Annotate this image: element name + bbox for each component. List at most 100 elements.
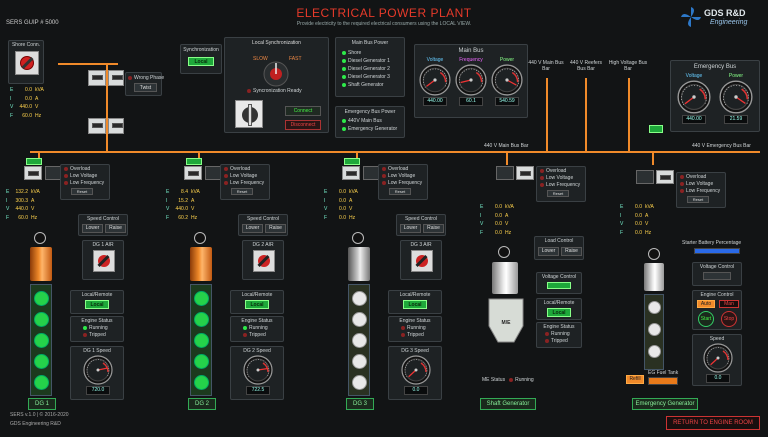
speed-lower-button[interactable]: Lower	[82, 224, 103, 233]
voltage-control-indicator[interactable]	[703, 272, 731, 280]
speed-raise-button[interactable]: Raise	[423, 224, 444, 233]
shore-switch[interactable]	[15, 51, 39, 75]
alarm-reset-button[interactable]: Reset	[547, 190, 569, 197]
refill-button[interactable]: Refill	[626, 375, 644, 384]
air-start-panel: DG 3 AIR	[400, 240, 442, 280]
speed-raise-button[interactable]: Raise	[105, 224, 126, 233]
alarm-reset-button[interactable]: Reset	[687, 196, 709, 203]
circuit-breaker[interactable]	[636, 170, 654, 184]
status-led-icon	[342, 66, 346, 71]
alarm-label: Low Frequency	[230, 180, 265, 186]
brand-logo: GDS R&D Engineering	[680, 6, 764, 30]
air-start-switch[interactable]	[411, 250, 433, 272]
alarm-reset-button[interactable]: Reset	[71, 188, 93, 195]
reading-unit: V	[35, 104, 39, 110]
status-led-icon	[342, 82, 346, 87]
disconnect-button[interactable]: Disconnect	[285, 120, 321, 130]
emergency-source-item: Emergency Generator	[342, 125, 404, 133]
generator-terminal-icon	[498, 246, 510, 258]
alarm-reset-button[interactable]: Reset	[389, 188, 411, 195]
alarm-led-icon	[382, 173, 386, 178]
sync-mode-title: Synchronization	[183, 47, 219, 53]
tripped-indicator: Tripped	[83, 332, 123, 338]
reading-unit: kVA	[31, 189, 40, 195]
voltage-control-panel: Voltage Control	[692, 262, 742, 286]
gauge: Voltage 440.00	[677, 73, 711, 124]
shore-breaker-switch[interactable]	[108, 70, 124, 86]
sync-mode-button[interactable]: Local	[188, 57, 214, 66]
connect-button[interactable]: Connect	[285, 106, 321, 116]
generator-name-label: DG 1	[28, 398, 56, 410]
voltage-control-indicator[interactable]	[547, 282, 571, 289]
local-remote-button[interactable]: Local	[85, 300, 109, 309]
engine-block	[30, 284, 52, 396]
speed-lower-button[interactable]: Lower	[242, 224, 263, 233]
start-button[interactable]: Start	[698, 311, 714, 327]
synchroscope-icon	[263, 61, 289, 87]
reading-unit: V	[505, 221, 509, 227]
alarm-led-icon	[540, 175, 544, 180]
circuit-breaker[interactable]	[342, 166, 360, 180]
load-lower-button[interactable]: Lower	[538, 247, 559, 256]
reading-unit: kVA	[191, 189, 200, 195]
twist-button[interactable]: Twist	[134, 83, 157, 92]
sync-selector-switch[interactable]	[235, 100, 263, 128]
air-start-switch[interactable]	[253, 250, 275, 272]
engine-speed-panel: DG 1 Speed 720.0	[70, 346, 124, 400]
emergency-bus-power-title: Emergency Bus Power	[344, 109, 396, 115]
main-engine-icon: M/E	[488, 298, 524, 348]
local-remote-button[interactable]: Local	[245, 300, 269, 309]
return-engine-room-button[interactable]: RETURN TO ENGINE ROOM	[666, 416, 760, 430]
auto-button[interactable]: Auto	[697, 300, 715, 308]
stop-button[interactable]: Stop	[721, 311, 737, 327]
circuit-breaker[interactable]	[184, 166, 202, 180]
circuit-breaker[interactable]	[496, 166, 514, 180]
gauge-value: 0.0	[706, 374, 730, 383]
bus-source-label: Diesel Generator 2	[348, 66, 390, 72]
alarm-item: Low Frequency	[64, 180, 109, 186]
generator-name-label: DG 3	[346, 398, 374, 410]
local-remote-button[interactable]: Local	[403, 300, 427, 309]
cylinder-icon	[34, 312, 49, 327]
alarm-item: Overload	[224, 166, 269, 172]
cylinder-icon	[34, 291, 49, 306]
gauge-dial-icon	[491, 64, 523, 96]
alarm-reset-button[interactable]: Reset	[231, 188, 253, 195]
manual-button[interactable]: Man	[719, 300, 739, 308]
voltage-control-title: Voltage Control	[699, 264, 735, 270]
cylinder-icon	[648, 301, 661, 314]
speed-lower-button[interactable]: Lower	[400, 224, 421, 233]
gauge-dial-icon	[703, 343, 733, 373]
hv-bus-bar-label: High Voltage Bus Bar	[608, 60, 648, 72]
circuit-breaker[interactable]	[516, 166, 534, 180]
gauge-dial-icon	[243, 355, 273, 385]
alarm-item: Overload	[382, 166, 427, 172]
reading-key: F	[324, 214, 328, 221]
main-bus-line	[30, 151, 680, 153]
shore-breaker-1[interactable]	[88, 70, 106, 86]
speed-raise-button[interactable]: Raise	[265, 224, 286, 233]
shore-breaker-3[interactable]	[108, 118, 124, 134]
cylinder-icon	[648, 323, 661, 336]
alarm-led-icon	[680, 174, 684, 179]
local-remote-button[interactable]: Local	[547, 308, 571, 317]
footer-company: GDS Engineering R&D	[10, 421, 61, 427]
alarm-led-icon	[382, 166, 386, 171]
alarm-label: Low Frequency	[388, 180, 423, 186]
load-raise-button[interactable]: Raise	[561, 247, 582, 256]
air-start-switch[interactable]	[93, 250, 115, 272]
circuit-breaker[interactable]	[24, 166, 42, 180]
shore-breaker-2[interactable]	[88, 118, 106, 134]
gauge-dial-icon	[419, 64, 451, 96]
circuit-breaker[interactable]	[656, 170, 674, 184]
